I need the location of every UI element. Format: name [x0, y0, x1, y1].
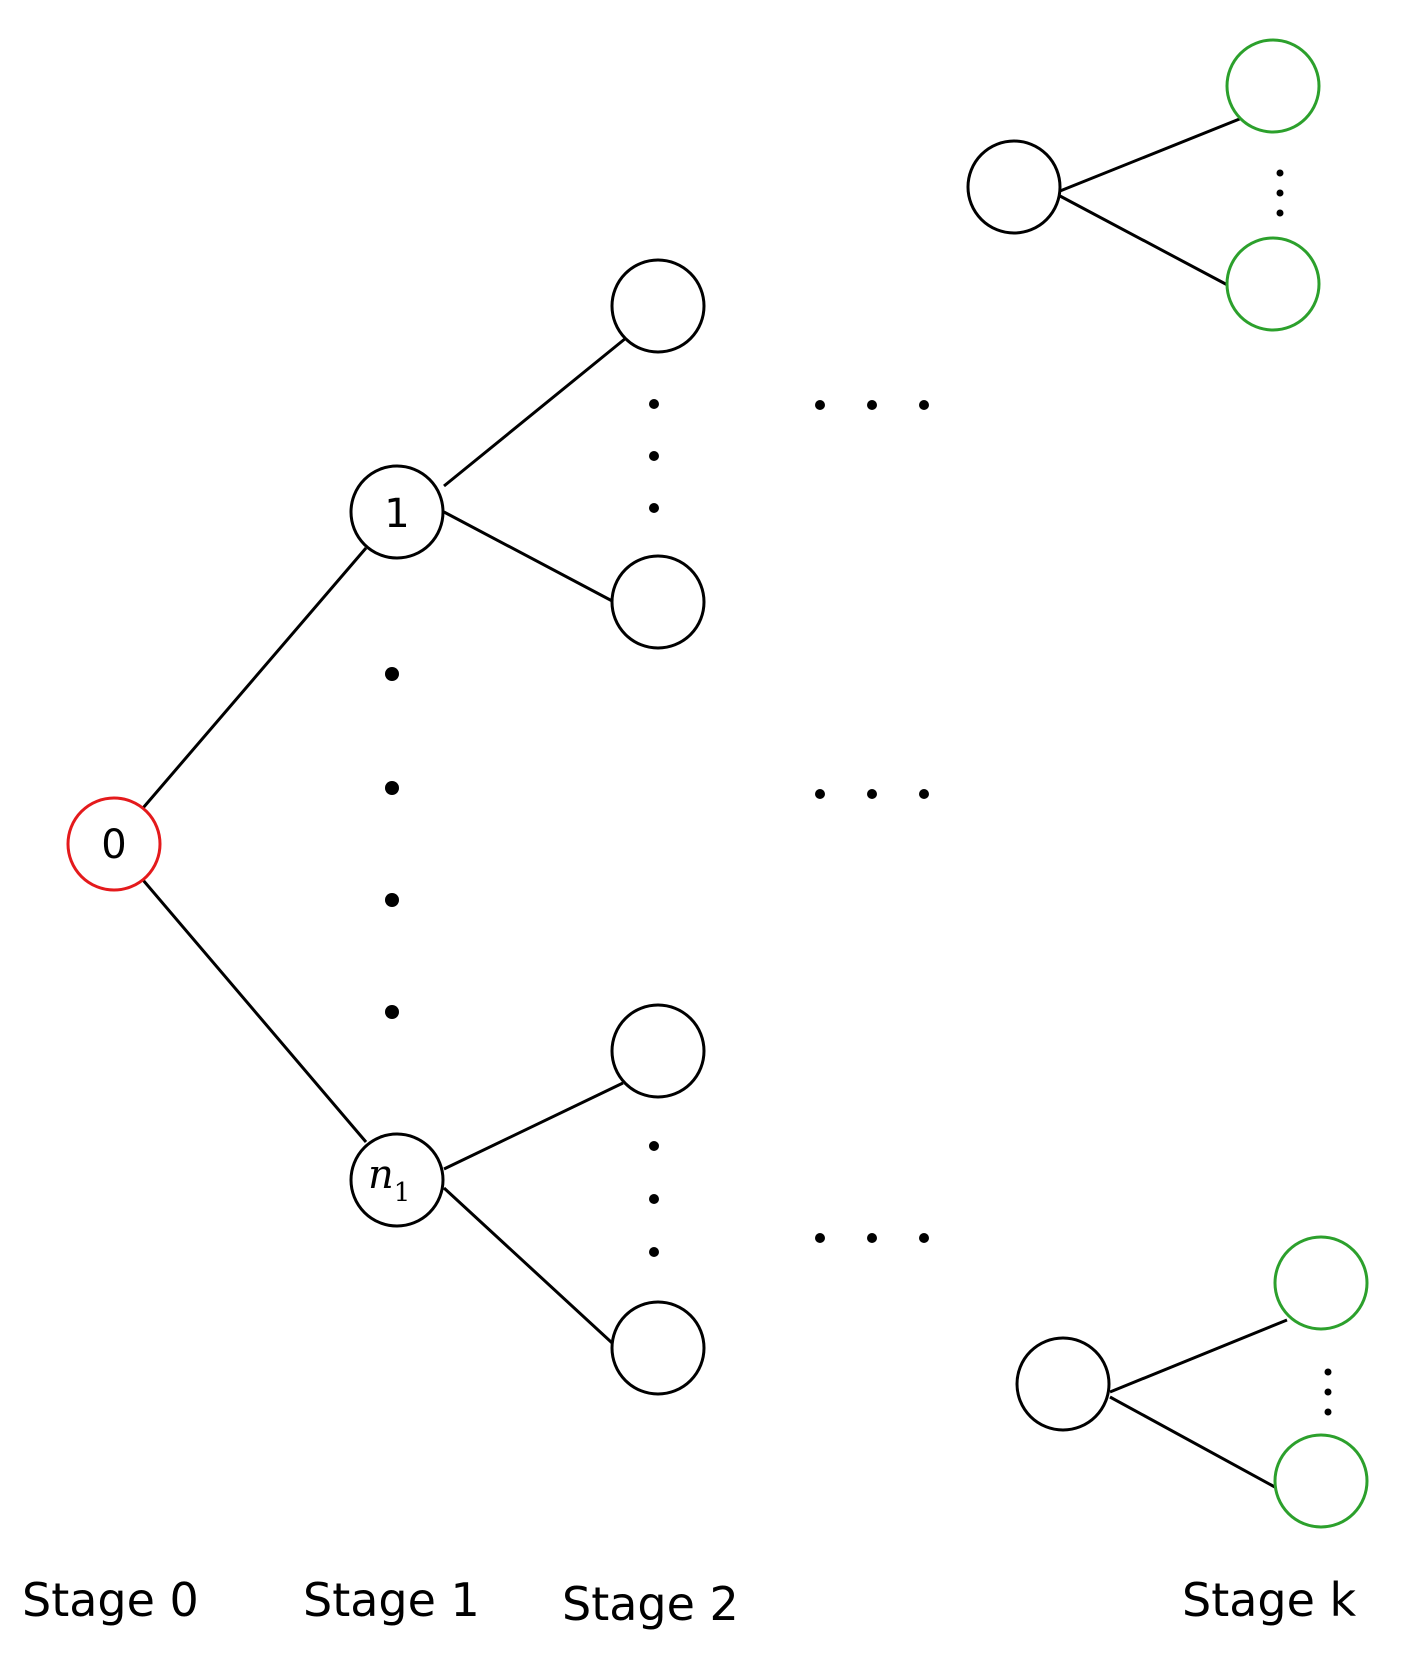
stage-2-node-upper-top [610, 258, 706, 354]
stage-k-parent-bottom [1015, 1336, 1111, 1432]
stage-2-node-lower-bottom [610, 1300, 706, 1396]
root-node-label: 0 [101, 822, 126, 868]
stage-label-2: Stage 2 [562, 1577, 739, 1631]
stage-1-vertical-ellipsis-dot [385, 1005, 399, 1019]
edge-root-to-node-n1 [141, 879, 368, 1143]
stage-1-node-n1-label: n1 [368, 1152, 410, 1208]
stage-1-vertical-ellipsis-dot [385, 781, 399, 795]
horizontal-ellipsis-middle-dot [919, 789, 929, 799]
stage-k-top-vertical-ellipsis-dot [1276, 169, 1284, 177]
stage-2-upper-vertical-ellipsis-dot [649, 399, 659, 409]
node-labels: 0 1 n1 [101, 491, 410, 1208]
stage-k-top-vertical-ellipsis-dot [1276, 209, 1284, 217]
horizontal-ellipsis-upper-dot [867, 400, 877, 410]
stage-2-lower-vertical-ellipsis-dot [649, 1247, 659, 1257]
edge-bottom-k-parent-to-top-leaf [1109, 1318, 1288, 1394]
stage-2-node-upper-bottom [610, 554, 706, 650]
horizontal-ellipsis-middle-dot [867, 789, 877, 799]
stage-2-upper-vertical-ellipsis-dot [649, 451, 659, 461]
stage-k-leaf-bottom-2 [1273, 1433, 1369, 1529]
stage-1-node-1 [349, 464, 445, 560]
stage-2-lower-vertical-ellipsis-dot [649, 1141, 659, 1151]
edges [141, 116, 1288, 1494]
edge-node-1-to-bottom-child [443, 510, 617, 605]
stage-1-node-n1-label-base: n [368, 1152, 394, 1198]
ellipsis-dots [385, 169, 1332, 1416]
stage-k-bottom-vertical-ellipsis-dot [1324, 1368, 1332, 1376]
edge-node-n1-to-bottom-child [442, 1186, 625, 1355]
edge-bottom-k-parent-to-bottom-leaf [1109, 1395, 1285, 1494]
horizontal-ellipsis-middle-dot [815, 789, 825, 799]
stage-1-vertical-ellipsis-dot [385, 893, 399, 907]
stage-label-0: Stage 0 [22, 1573, 199, 1627]
horizontal-ellipsis-lower-dot [867, 1233, 877, 1243]
edge-node-1-to-top-child [443, 336, 627, 488]
horizontal-ellipsis-lower-dot [919, 1233, 929, 1243]
horizontal-ellipsis-upper-dot [815, 400, 825, 410]
stage-1-vertical-ellipsis-dot [385, 667, 399, 681]
edge-node-n1-to-top-child [443, 1081, 624, 1171]
stage-k-leaf-bottom-1 [1273, 1235, 1369, 1331]
edge-top-k-parent-to-top-leaf [1059, 116, 1243, 193]
stage-k-bottom-vertical-ellipsis-dot [1324, 1408, 1332, 1416]
stage-k-parent-top [966, 139, 1062, 235]
stage-2-lower-vertical-ellipsis-dot [649, 1194, 659, 1204]
stage-2-node-lower-top [610, 1003, 706, 1099]
stage-2-upper-vertical-ellipsis-dot [649, 503, 659, 513]
stage-label-k: Stage k [1182, 1573, 1357, 1627]
stage-k-leaf-top-2 [1225, 236, 1321, 332]
stage-k-bottom-vertical-ellipsis-dot [1324, 1388, 1332, 1396]
root-node [66, 796, 162, 892]
stage-label-1: Stage 1 [303, 1573, 480, 1627]
horizontal-ellipsis-lower-dot [815, 1233, 825, 1243]
stage-k-leaf-top-1 [1225, 38, 1321, 134]
stage-1-node-n1 [349, 1132, 445, 1228]
stage-labels: Stage 0 Stage 1 Stage 2 Stage k [22, 1573, 1357, 1631]
edge-root-to-node-1 [141, 547, 368, 809]
stage-k-top-vertical-ellipsis-dot [1276, 189, 1284, 197]
nodes [66, 38, 1369, 1529]
horizontal-ellipsis-upper-dot [919, 400, 929, 410]
stage-1-node-n1-label-sub: 1 [394, 1178, 411, 1208]
edge-top-k-parent-to-bottom-leaf [1059, 194, 1236, 291]
stage-1-node-1-label: 1 [384, 491, 409, 537]
